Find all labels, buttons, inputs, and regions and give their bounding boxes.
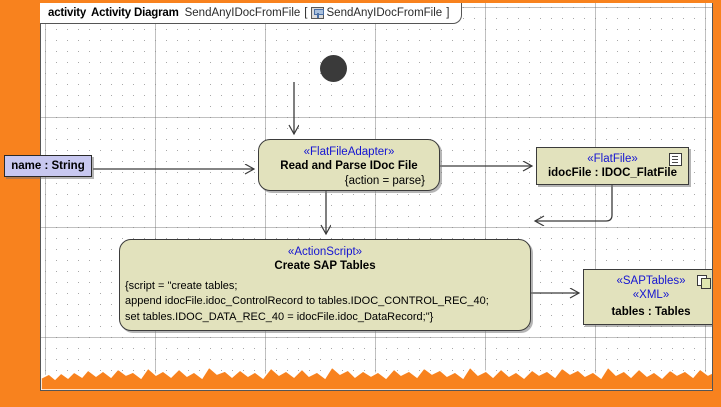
object-name: idocFile : IDOC_FlatFile xyxy=(547,167,678,180)
object-node-sap-tables[interactable]: «SAPTables» «XML» tables : Tables xyxy=(583,269,712,325)
action-create-sap-tables[interactable]: «ActionScript» Create SAP Tables {script… xyxy=(119,239,531,331)
initial-node[interactable] xyxy=(320,55,347,82)
multi-document-icon xyxy=(697,275,712,289)
stereotype-label-secondary: «XML» xyxy=(632,289,670,302)
frame-keyword: activity xyxy=(48,7,87,19)
script-line-3: set tables.IDOC_DATA_REC_40 = idocFile.i… xyxy=(125,310,434,323)
activity-diagram-icon xyxy=(310,7,324,19)
stereotype-label: «FlatFile» xyxy=(587,153,638,165)
script-line-2: append idocFile.idoc_ControlRecord to ta… xyxy=(125,295,489,308)
edge-flatfile-to-create xyxy=(535,185,613,221)
edge-layer xyxy=(93,82,613,391)
frame-context-name: SendAnyIDocFromFile xyxy=(326,7,443,19)
bracket-open: [ xyxy=(304,7,308,19)
action-name: Read and Parse IDoc File xyxy=(280,160,418,173)
activity-parameter-node-name[interactable]: name : String xyxy=(4,155,92,177)
bracket-close: ] xyxy=(446,7,450,19)
parameter-label: name : String xyxy=(11,160,85,172)
activity-diagram-frame: «FlatFileAdapter» Read and Parse IDoc Fi… xyxy=(40,3,713,391)
script-line-1: {script = "create tables; xyxy=(125,280,238,293)
frame-diagram-name: SendAnyIDocFromFile xyxy=(184,7,301,19)
frame-type-label: Activity Diagram xyxy=(91,7,179,19)
action-name: Create SAP Tables xyxy=(274,260,376,273)
stereotype-label: «FlatFileAdapter» xyxy=(303,146,395,158)
stereotype-label: «ActionScript» xyxy=(287,246,363,258)
diagram-frame-title: activity Activity Diagram SendAnyIDocFro… xyxy=(40,3,463,24)
object-name: tables : Tables xyxy=(611,305,691,318)
tagged-value: {action = parse} xyxy=(344,175,425,188)
stereotype-label-primary: «SAPTables» xyxy=(616,275,686,287)
document-icon xyxy=(669,153,682,166)
object-node-idoc-flatfile[interactable]: «FlatFile» idocFile : IDOC_FlatFile xyxy=(536,147,689,185)
action-read-and-parse-idoc-file[interactable]: «FlatFileAdapter» Read and Parse IDoc Fi… xyxy=(258,139,440,191)
